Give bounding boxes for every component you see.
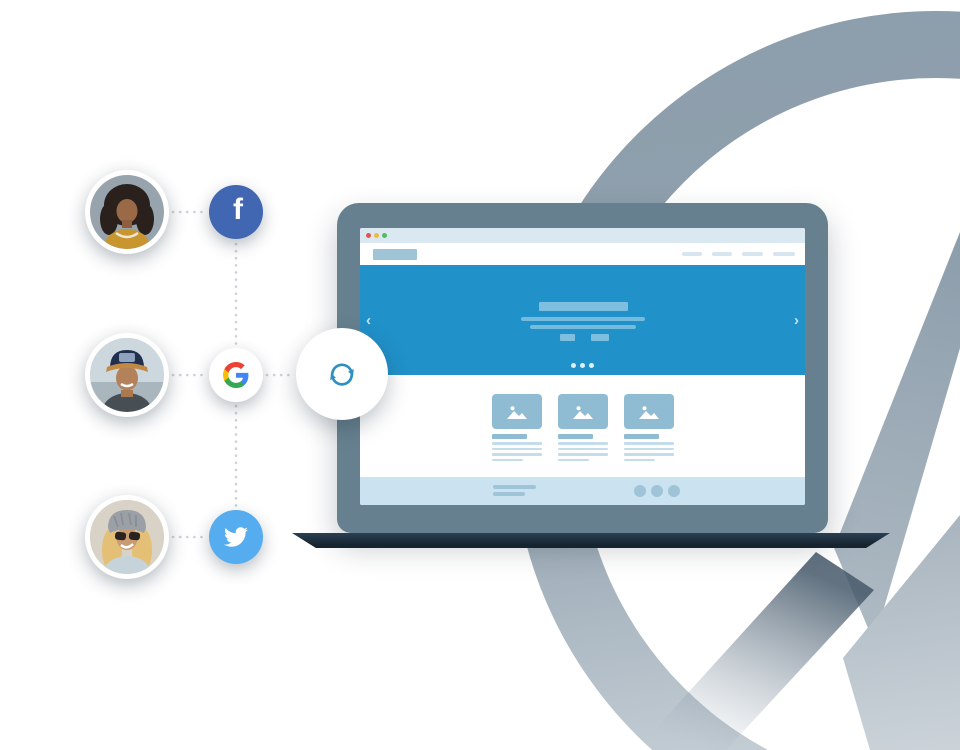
laptop-base [292, 533, 890, 548]
card-text-placeholder [491, 453, 542, 456]
footer-social-dot[interactable] [668, 485, 680, 497]
laptop-screen: ‹ › [337, 203, 828, 533]
sync-arrows-icon [330, 363, 354, 386]
card-text-placeholder [491, 447, 542, 450]
avatar-woman-blonde [85, 495, 169, 579]
sync-button[interactable] [296, 328, 388, 420]
card-text-placeholder [491, 442, 542, 445]
twitter-bird [224, 527, 248, 547]
carousel-dots [360, 363, 805, 368]
twitter-icon[interactable] [209, 510, 263, 564]
nav-link-placeholder[interactable] [712, 252, 732, 256]
site-navbar [360, 243, 805, 265]
google-g-logo [223, 362, 249, 388]
picture-icon [638, 405, 659, 419]
card-text-placeholder [623, 442, 674, 445]
content-card [557, 394, 608, 477]
traffic-light-close[interactable] [366, 233, 371, 238]
card-text-placeholder [623, 453, 674, 456]
cards-section [360, 375, 805, 477]
footer-text-placeholder [493, 485, 536, 489]
nav-link-placeholder[interactable] [682, 252, 702, 256]
facebook-glyph: f [233, 193, 243, 226]
card-text-placeholder [491, 458, 523, 461]
card-title-placeholder [491, 434, 527, 439]
traffic-light-zoom[interactable] [382, 233, 387, 238]
carousel-dot[interactable] [571, 363, 576, 368]
hero-carousel: ‹ › [360, 265, 805, 375]
facebook-icon[interactable]: f [209, 185, 263, 239]
hero-heading-placeholder [539, 302, 628, 311]
picture-icon [506, 405, 527, 419]
footer-social-dots [634, 485, 680, 497]
card-title-placeholder [623, 434, 659, 439]
traffic-light-minimize[interactable] [374, 233, 379, 238]
hero-text-placeholder [521, 317, 645, 321]
card-text-placeholder [623, 458, 655, 461]
google-icon[interactable] [209, 348, 263, 402]
carousel-next-icon[interactable]: › [794, 312, 799, 329]
hero-button-placeholder[interactable] [591, 334, 609, 341]
content-card [491, 394, 542, 477]
carousel-prev-icon[interactable]: ‹ [366, 312, 371, 329]
site-logo-placeholder [373, 248, 417, 260]
browser-chrome-bar [360, 228, 805, 243]
site-footer [360, 477, 805, 505]
carousel-dot[interactable] [589, 363, 594, 368]
card-text-placeholder [557, 442, 608, 445]
card-image-placeholder [491, 394, 542, 429]
card-text-placeholder [623, 447, 674, 450]
card-text-placeholder [557, 453, 608, 456]
card-text-placeholder [557, 447, 608, 450]
hero-button-placeholder[interactable] [560, 334, 575, 341]
card-text-placeholder [557, 458, 589, 461]
card-image-placeholder [557, 394, 608, 429]
hero-text-placeholder [530, 325, 636, 329]
footer-social-dot[interactable] [651, 485, 663, 497]
carousel-dot[interactable] [580, 363, 585, 368]
nav-link-placeholder[interactable] [773, 252, 795, 256]
avatar-man-cap [85, 333, 169, 417]
browser-window: ‹ › [360, 228, 805, 505]
avatar-woman-dark-hair [85, 170, 169, 254]
nav-links [682, 252, 795, 256]
picture-icon [572, 405, 593, 419]
card-image-placeholder [623, 394, 674, 429]
nav-link-placeholder[interactable] [742, 252, 763, 256]
footer-social-dot[interactable] [634, 485, 646, 497]
content-card [623, 394, 674, 477]
footer-text-placeholder [493, 492, 525, 496]
card-title-placeholder [557, 434, 593, 439]
